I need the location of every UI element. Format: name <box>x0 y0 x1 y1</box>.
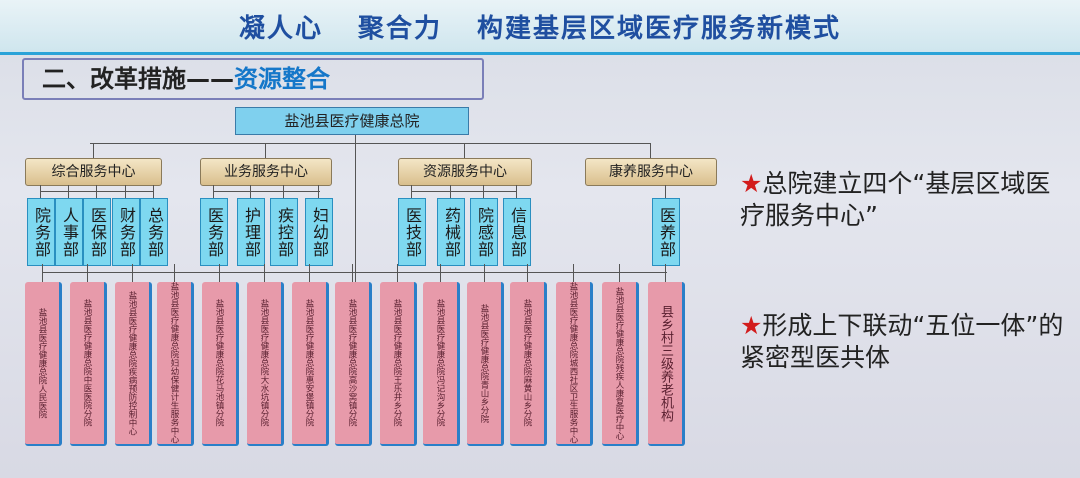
connector-line <box>397 264 398 282</box>
connector-line <box>219 264 220 282</box>
center-node: 综合服务中心 <box>25 158 162 186</box>
connector-line <box>213 191 320 192</box>
connector-line <box>619 264 620 282</box>
connector-line <box>42 264 43 282</box>
department-node: 财务部 <box>112 198 140 266</box>
unit-node: 盐池县医疗健康总院人民医院 <box>25 282 62 446</box>
connector-line <box>355 133 356 283</box>
unit-node: 盐池县医疗健康总院城西社区卫生服务中心 <box>556 282 593 446</box>
connector-line <box>174 264 175 282</box>
section-prefix: 二、改革措施—— <box>42 65 234 93</box>
connector-line <box>352 264 353 282</box>
unit-node: 盐池县医疗健康总院残疾人康复医疗中心 <box>602 282 639 446</box>
unit-node: 盐池县医疗健康总院疾病预防控制中心 <box>115 282 152 446</box>
unit-node: 县乡村三级养老机构 <box>648 282 685 446</box>
unit-node: 盐池县医疗健康总院花马池镇分院 <box>202 282 239 446</box>
unit-node: 盐池县医疗健康总院妇幼保健计生服务中心 <box>157 282 194 446</box>
department-node: 院感部 <box>470 198 498 266</box>
department-node: 医保部 <box>83 198 111 266</box>
connector-line <box>527 264 528 282</box>
title-band <box>0 0 1080 55</box>
unit-node: 盐池县医疗健康总院王乐井乡分院 <box>380 282 417 446</box>
department-node: 疾控部 <box>270 198 298 266</box>
section-heading: 二、改革措施——资源整合 <box>22 58 484 100</box>
department-node: 护理部 <box>237 198 265 266</box>
department-node: 信息部 <box>503 198 531 266</box>
department-node: 总务部 <box>140 198 168 266</box>
point-2: ★形成上下联动“五位一体”的紧密型医共体 <box>740 310 1070 374</box>
star-icon: ★ <box>740 311 763 340</box>
point-1: ★总院建立四个“基层区域医疗服务中心” <box>740 168 1070 232</box>
department-node: 医技部 <box>398 198 426 266</box>
connector-line <box>484 264 485 282</box>
unit-node: 盐池县医疗健康总院冯记沟乡分院 <box>423 282 460 446</box>
unit-node: 盐池县医疗健康总院中医医院分院 <box>70 282 107 446</box>
department-node: 医务部 <box>200 198 228 266</box>
connector-line <box>132 264 133 282</box>
connector-line <box>90 143 650 144</box>
connector-line <box>516 185 517 198</box>
unit-node: 盐池县医疗健康总院惠安堡镇分院 <box>292 282 329 446</box>
connector-line <box>92 143 94 158</box>
point-text: 形成上下联动“五位一体”的紧密型医共体 <box>740 311 1064 372</box>
department-node: 人事部 <box>55 198 83 266</box>
connector-line <box>309 264 310 282</box>
center-node: 资源服务中心 <box>398 158 532 186</box>
star-icon: ★ <box>740 169 763 198</box>
unit-node: 盐池县医疗健康总院麻黄山乡分院 <box>510 282 547 446</box>
connector-line <box>264 264 265 282</box>
connector-line <box>650 143 651 158</box>
connector-line <box>665 185 666 198</box>
center-node: 业务服务中心 <box>200 158 332 186</box>
connector-line <box>464 143 465 158</box>
unit-node: 盐池县医疗健康总院大水坑镇分院 <box>247 282 284 446</box>
section-highlight: 资源整合 <box>234 65 330 93</box>
connector-line <box>665 264 666 282</box>
center-node: 康养服务中心 <box>585 158 717 186</box>
connector-line <box>440 264 441 282</box>
connector-line <box>87 264 88 282</box>
department-node: 药械部 <box>437 198 465 266</box>
unit-node: 盐池县医疗健康总院青山乡分院 <box>467 282 504 446</box>
connector-line <box>265 143 266 158</box>
connector-line <box>40 191 154 192</box>
connector-line <box>411 191 516 192</box>
point-text: 总院建立四个“基层区域医疗服务中心” <box>740 169 1051 230</box>
department-node: 医养部 <box>652 198 680 266</box>
unit-node: 盐池县医疗健康总院高沙窝镇分院 <box>335 282 372 446</box>
root-node: 盐池县医疗健康总院 <box>235 107 469 135</box>
department-node: 妇幼部 <box>305 198 333 266</box>
connector-line <box>573 264 574 282</box>
department-node: 院务部 <box>27 198 55 266</box>
slide-title: 凝人心 聚合力 构建基层区域医疗服务新模式 <box>238 14 842 44</box>
connector-line <box>42 272 667 273</box>
